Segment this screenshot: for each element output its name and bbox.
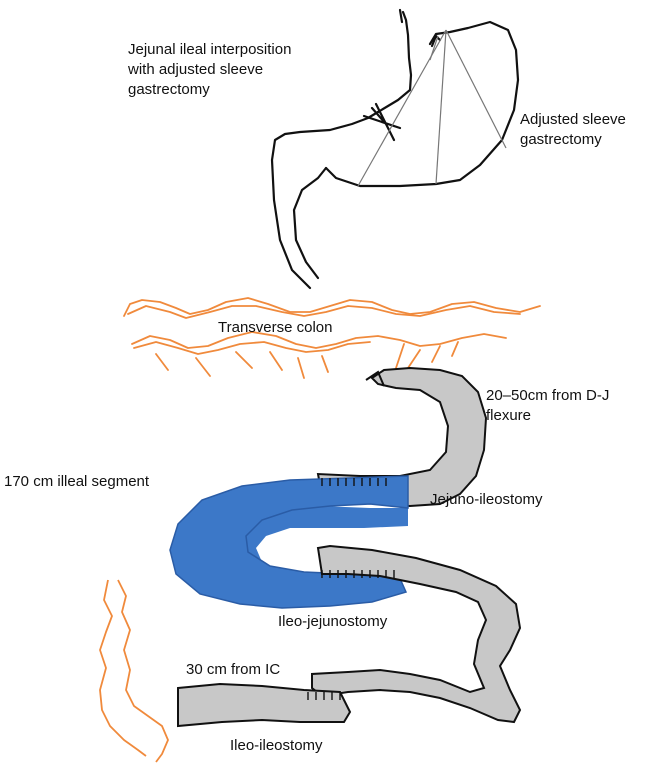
label-ic-distance: 30 cm from IC	[186, 660, 280, 680]
sleeve-cut-lines	[358, 30, 506, 186]
ileal-terminal-shape	[178, 684, 350, 726]
stomach	[272, 10, 518, 288]
ascending-colon	[100, 580, 168, 762]
ileal-segment-blue-body	[170, 476, 408, 608]
stomach-greater-curvature	[326, 22, 518, 186]
label-ileo-ileostomy: Ileo-ileostomy	[230, 736, 323, 756]
label-jejunal-interposition: Jejunal ileal interposition with adjuste…	[128, 40, 291, 100]
esophagus-right-wall	[378, 12, 411, 112]
transverse-colon	[124, 298, 540, 378]
label-dj-distance: 20–50cm from D-J flexure	[486, 386, 609, 426]
label-jejuno-ileostomy: Jejuno-ileostomy	[430, 490, 543, 510]
label-ileo-jejunostomy: Ileo-jejunostomy	[278, 612, 387, 632]
esophagus-left-wall	[400, 10, 402, 22]
ileal-segment	[170, 476, 408, 608]
label-ileal-segment: 170 cm illeal segment	[4, 472, 149, 492]
jejunal-loop-lower-shape	[312, 546, 520, 722]
label-adjusted-sleeve: Adjusted sleeve gastrectomy	[520, 110, 626, 150]
duodenum-outer	[294, 168, 326, 278]
ascending-colon-right	[118, 580, 168, 762]
label-transverse-colon: Transverse colon	[218, 318, 333, 338]
stomach-lesser-curvature	[272, 112, 378, 288]
